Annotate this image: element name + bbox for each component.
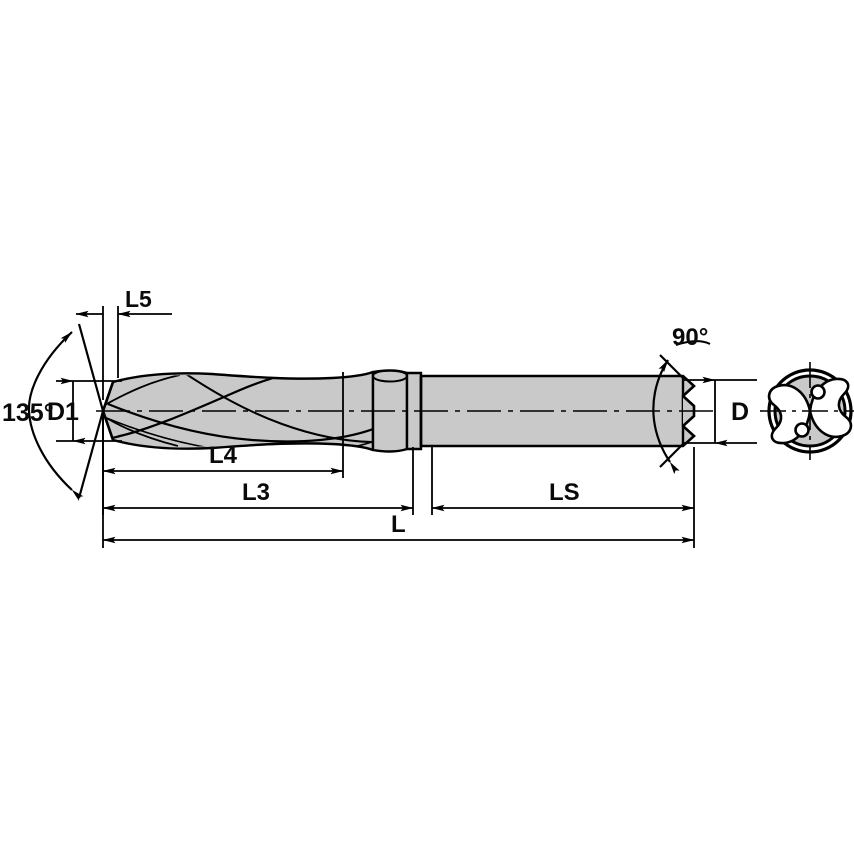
shank-diameter-label: D xyxy=(731,398,749,426)
tip-length-label: L5 xyxy=(125,286,152,312)
point-angle-dimension: 135° xyxy=(2,323,105,501)
chamfer-leader-curve xyxy=(675,340,711,346)
overall-length-label: L xyxy=(391,511,406,538)
point-angle-leg-upper xyxy=(77,323,105,412)
end-view-coolant-hole-1 xyxy=(810,384,826,400)
shank-diameter-dimension: D xyxy=(683,376,757,447)
tip-length-dimension: L5 xyxy=(75,286,172,400)
tip-diameter-dimension: D1 xyxy=(47,377,122,445)
chamfer-leader-lower xyxy=(659,442,685,468)
chamfer-angle-dimension: 90° xyxy=(652,324,711,475)
chamfer-angle-label: 90° xyxy=(672,324,708,351)
end-view-coolant-hole-2 xyxy=(794,422,810,438)
chamfer-angle-arc xyxy=(652,359,680,475)
shank-length-label: LS xyxy=(549,479,580,506)
end-view xyxy=(760,362,854,460)
shank-length-dimension: LS xyxy=(431,447,695,548)
point-angle-leg-lower xyxy=(77,410,105,499)
body-length-label: L3 xyxy=(242,479,270,506)
point-angle-label: 135° xyxy=(2,399,54,427)
chamfer-leader-upper xyxy=(659,354,685,380)
side-view xyxy=(96,369,720,453)
point-angle-arc xyxy=(27,331,84,501)
flute-length-label: L4 xyxy=(209,442,238,469)
overall-length-dimension: L xyxy=(102,411,695,548)
tip-diameter-label: D1 xyxy=(47,398,79,426)
drill-point-edges xyxy=(101,381,115,441)
